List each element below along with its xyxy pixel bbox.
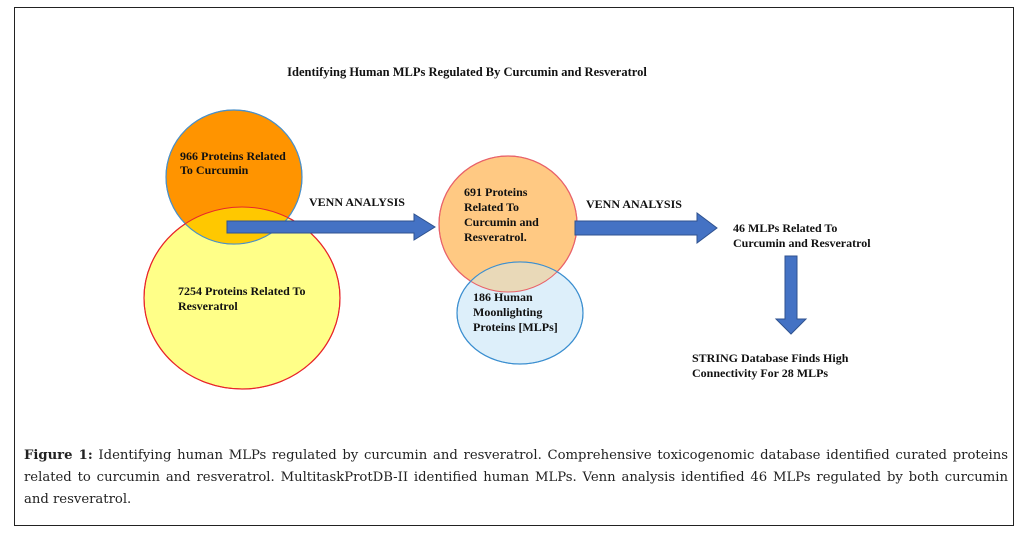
string-database-label: STRING Database Finds High Connectivity … [692, 351, 851, 380]
curcumin-circle-outline [165, 109, 303, 245]
venn-analysis-label-1: VENN ANALYSIS [309, 195, 405, 209]
diagram-title: Identifying Human MLPs Regulated By Curc… [287, 65, 647, 79]
mlps-label: 186 Human Moonlighting Proteins [MLPs] [473, 290, 558, 334]
caption-text: Identifying human MLPs regulated by curc… [24, 448, 1008, 507]
result-mlps-label: 46 MLPs Related To Curcumin and Resverat… [733, 221, 871, 250]
resveratrol-circle-outline [143, 206, 341, 390]
venn-analysis-label-2: VENN ANALYSIS [586, 197, 682, 211]
down-arrow [774, 255, 808, 335]
intersection-label: 691 Proteins Related To Curcumin and Res… [464, 185, 542, 244]
curcumin-label: 966 Proteins Related To Curcumin [180, 149, 289, 177]
venn-analysis-arrow-1 [226, 213, 436, 241]
figure-caption: Figure 1: Identifying human MLPs regulat… [24, 445, 1008, 511]
resveratrol-label: 7254 Proteins Related To Resveratrol [178, 284, 308, 313]
mlps-circle-outline [456, 261, 584, 365]
caption-label: Figure 1: [24, 448, 93, 463]
venn-analysis-arrow-2 [574, 212, 718, 244]
